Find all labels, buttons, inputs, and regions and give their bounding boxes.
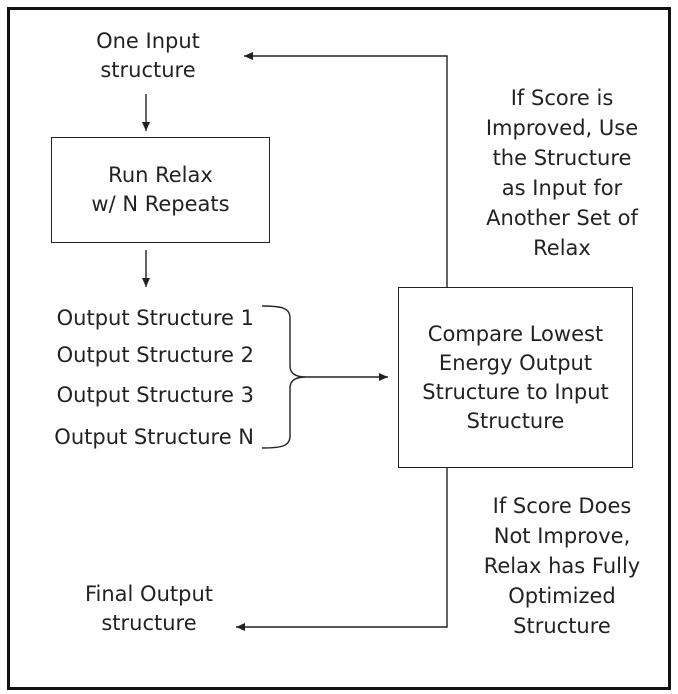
final-output-label: Final Output structure — [66, 580, 232, 638]
output-structure-3: Output Structure 3 — [56, 383, 254, 407]
input-label: One Input structure — [78, 27, 218, 85]
compare-line-1: Compare Lowest — [427, 321, 604, 346]
not-improved-note-line-3: Relax has Fully — [483, 554, 641, 578]
run-relax-line-1: Run Relax — [108, 163, 213, 187]
output-brace — [261, 305, 307, 449]
compare-line-3: Structure to Input — [422, 379, 609, 404]
final-output-line-1: Final Output — [84, 582, 214, 606]
compare-line-4: Structure — [466, 408, 565, 433]
not-improved-note-line-1: If Score Does — [492, 494, 632, 518]
not-improved-note-line-5: Structure — [513, 614, 611, 638]
improved-note-line-5: Another Set of — [486, 206, 638, 230]
arrow-loop-to-input — [244, 52, 448, 287]
not-improved-note-line-2: Not Improve, — [493, 524, 631, 548]
compare-line-2: Energy Output — [438, 350, 593, 375]
improved-note: If Score is Improved, Use the Structure … — [462, 83, 662, 263]
improved-note-line-6: Relax — [533, 236, 591, 260]
input-label-line-2: structure — [100, 58, 196, 82]
improved-note-line-1: If Score is — [510, 86, 614, 110]
output-structure-2: Output Structure 2 — [56, 343, 254, 367]
output-structure-1: Output Structure 1 — [56, 306, 254, 330]
improved-note-line-4: as Input for — [501, 176, 623, 200]
not-improved-note-line-4: Optimized — [508, 584, 616, 608]
improved-note-line-3: the Structure — [492, 146, 632, 170]
not-improved-note: If Score Does Not Improve, Relax has Ful… — [462, 491, 662, 641]
compare-box: Compare Lowest Energy Output Structure t… — [398, 287, 633, 468]
output-structure-n: Output Structure N — [54, 425, 254, 449]
input-label-line-1: One Input — [96, 29, 200, 53]
arrow-compare-to-final — [236, 468, 448, 631]
run-relax-box: Run Relax w/ N Repeats — [51, 137, 270, 243]
improved-note-line-2: Improved, Use — [485, 116, 639, 140]
diagram-frame — [7, 7, 671, 690]
final-output-line-2: structure — [101, 611, 197, 635]
run-relax-line-2: w/ N Repeats — [91, 192, 230, 216]
